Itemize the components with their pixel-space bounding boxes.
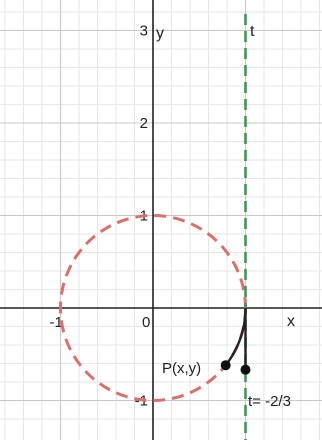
point-t	[240, 364, 251, 375]
y-tick-label: 3	[140, 23, 148, 40]
parameter-label: t= -2/3	[248, 393, 291, 410]
point-p	[220, 360, 231, 371]
x-tick-labels: -1 0	[50, 314, 151, 331]
tangent-line-label: t	[250, 23, 255, 40]
point-p-label: P(x,y)	[162, 360, 201, 377]
x-tick-label: 0	[142, 314, 150, 331]
y-axis-label: y	[156, 25, 164, 42]
x-tick-label: -1	[50, 314, 63, 331]
y-tick-label: 2	[140, 115, 148, 132]
x-axis-label: x	[287, 313, 295, 330]
